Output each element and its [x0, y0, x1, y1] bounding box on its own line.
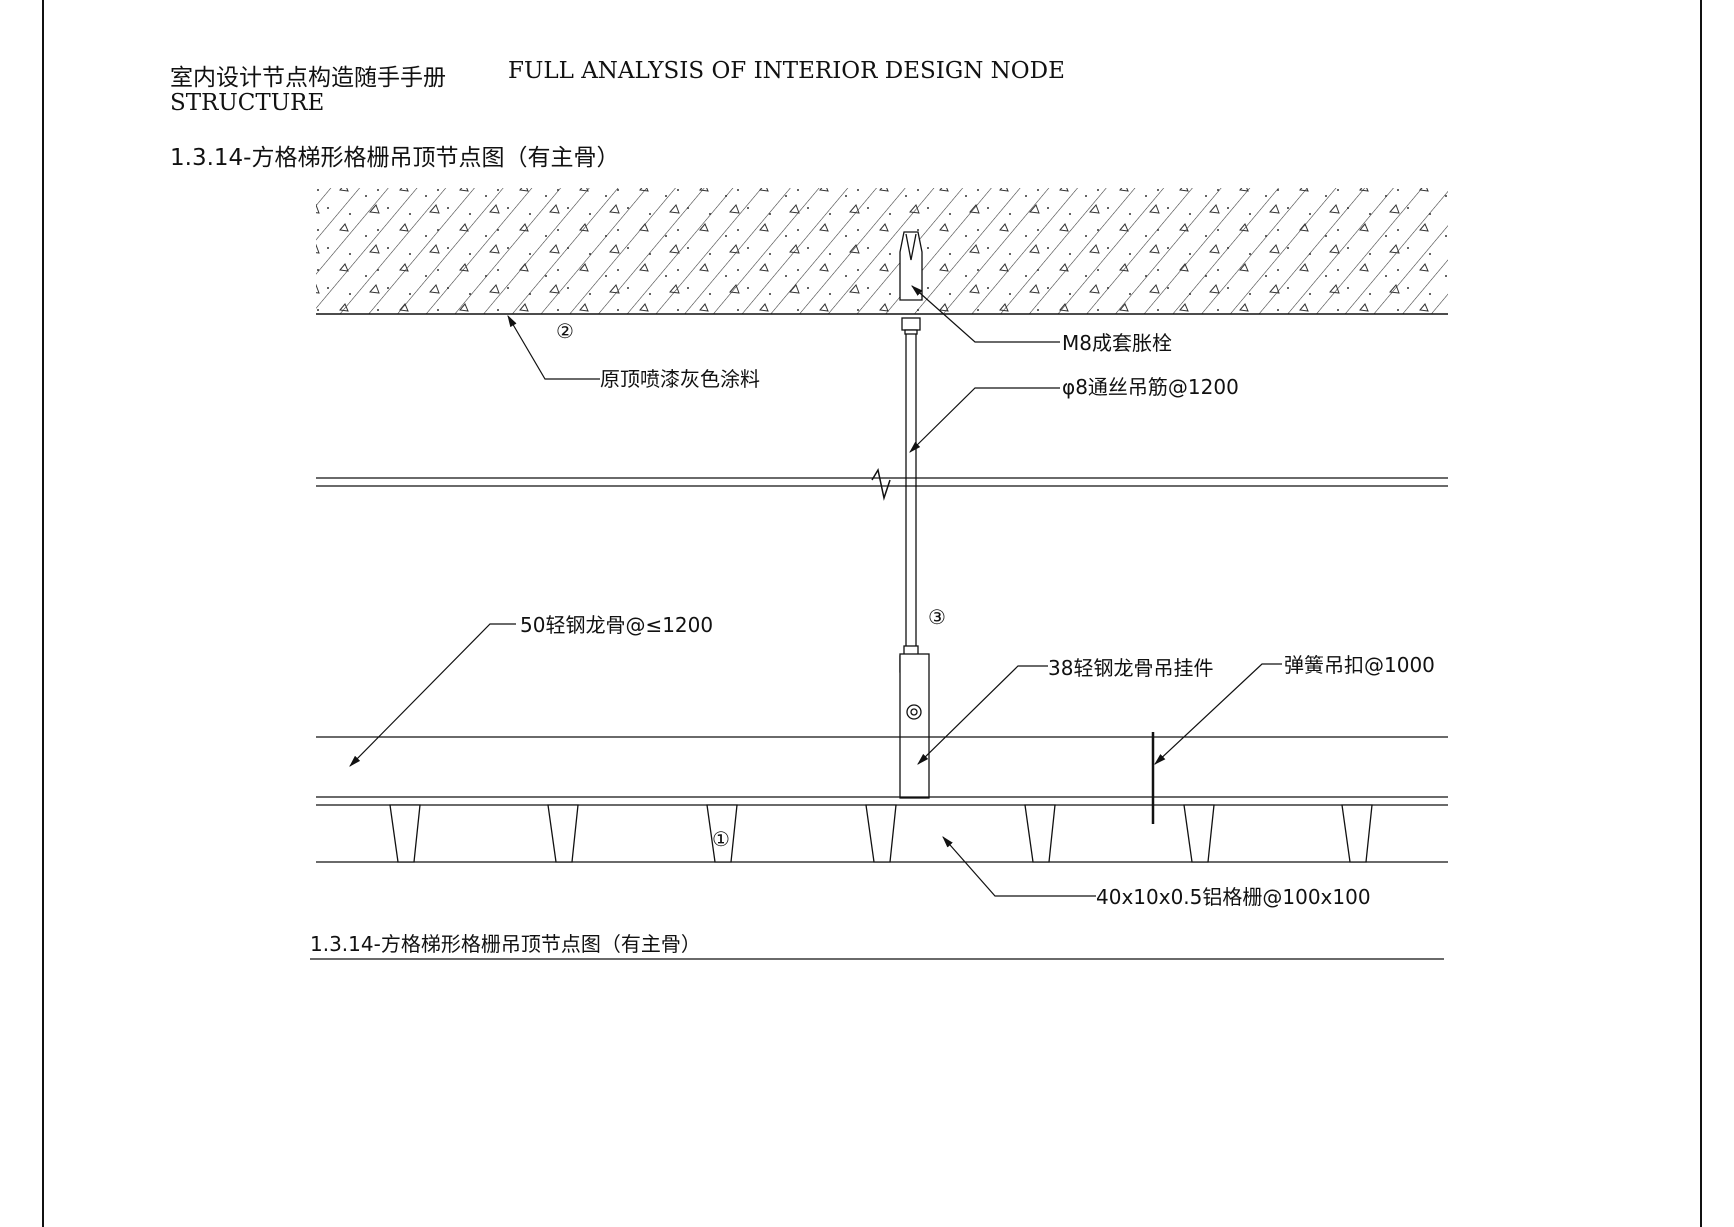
title-cn: 室内设计节点构造随手手册 — [170, 65, 446, 91]
title-en-2: STRUCTURE — [170, 90, 325, 116]
marker-1: ① — [712, 827, 730, 851]
leaders — [349, 285, 1282, 897]
label-rod: φ8通丝吊筋@1200 — [1062, 375, 1239, 399]
hanger-rod — [871, 334, 917, 646]
title-en: FULL ANALYSIS OF INTERIOR DESIGN NODE — [508, 58, 1065, 84]
label-spring: 弹簧吊扣@1000 — [1284, 653, 1435, 677]
right-border — [1700, 0, 1702, 1227]
label-main-keel: 50轻钢龙骨@≤1200 — [520, 613, 713, 637]
expansion-anchor — [899, 231, 923, 335]
concrete-slab — [316, 188, 1448, 315]
label-anchor: M8成套胀栓 — [1062, 331, 1172, 355]
section-title: 1.3.14-方格梯形格栅吊顶节点图（有主骨） — [170, 145, 620, 171]
marker-2: ② — [556, 319, 574, 343]
break-line — [316, 477, 1448, 487]
hanger-clip — [899, 645, 930, 799]
label-hanger: 38轻钢龙骨吊挂件 — [1048, 656, 1213, 680]
label-paint: 原顶喷漆灰色涂料 — [600, 367, 760, 391]
drawing-caption: 1.3.14-方格梯形格栅吊顶节点图（有主骨） — [310, 932, 701, 956]
grille-blades — [389, 804, 1373, 863]
marker-3: ③ — [928, 605, 946, 629]
label-grille: 40x10x0.5铝格栅@100x100 — [1096, 885, 1371, 909]
left-border — [42, 0, 44, 1227]
